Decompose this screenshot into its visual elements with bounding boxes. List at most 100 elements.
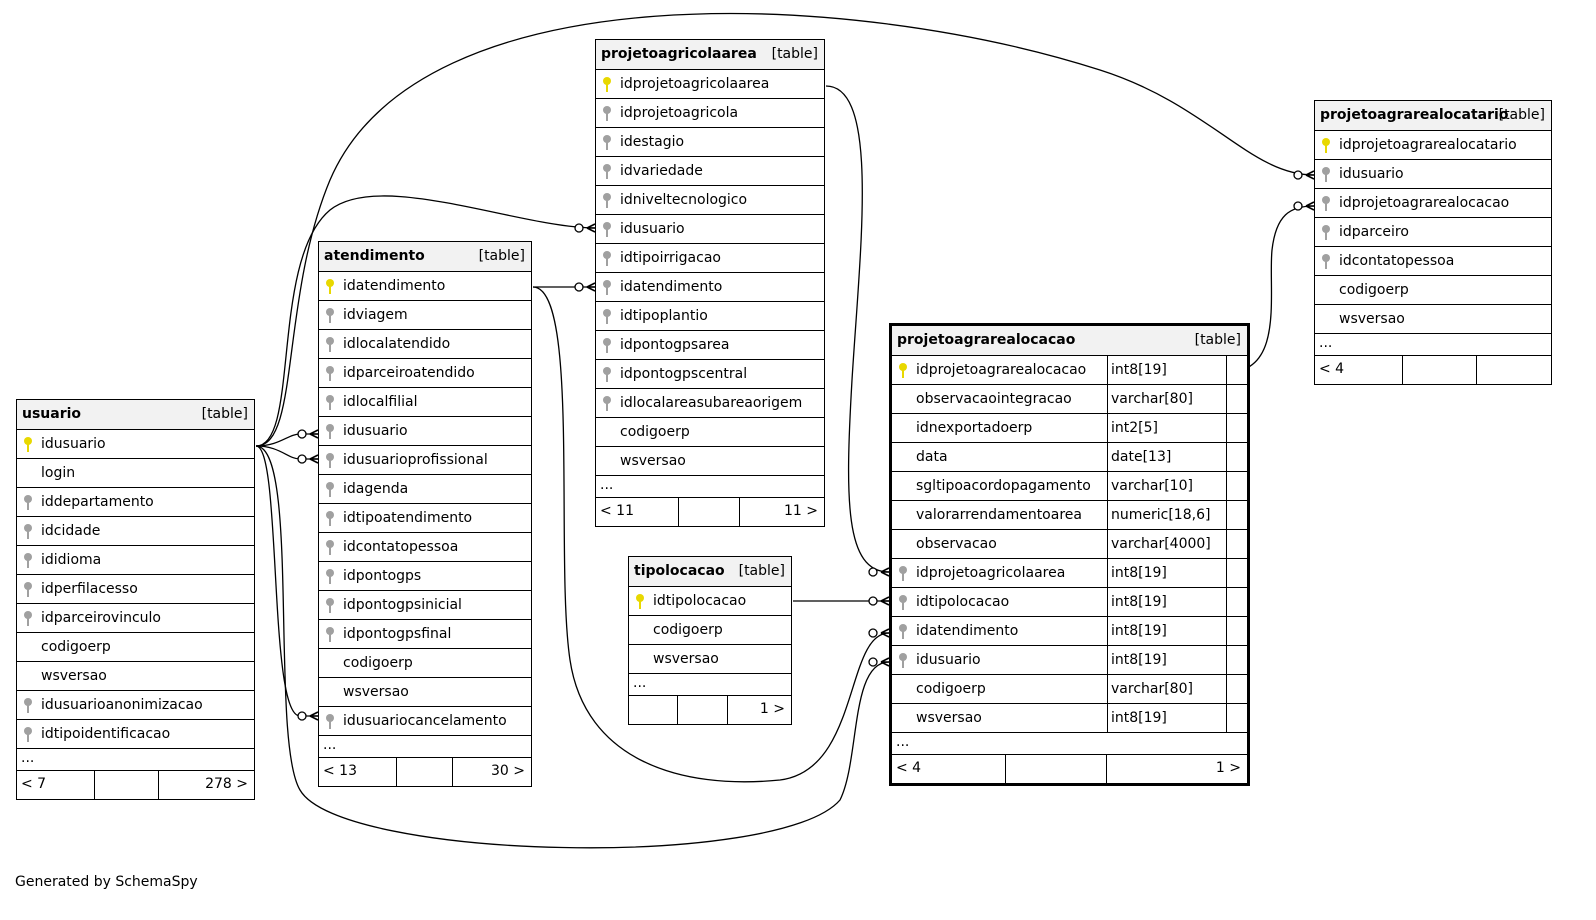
column-row-idcontatopessoa[interactable]: idcontatopessoa [319,533,531,562]
table-header[interactable]: projetoagricolaarea[table] [596,40,824,70]
column-row-idpontogpsinicial[interactable]: idpontogpsinicial [319,591,531,620]
column-row-idniveltecnologico[interactable]: idniveltecnologico [596,186,824,215]
table-name[interactable]: usuario [22,406,82,422]
more-columns-ellipsis: ... [892,733,1247,755]
foreign-key-icon [603,251,611,266]
column-row-ididioma[interactable]: ididioma [17,546,254,575]
column-row-idprojetoagricolaarea[interactable]: idprojetoagricolaarea [596,70,824,99]
link-usuario-projetoagrarealocacao [255,445,890,849]
column-name: idprojetoagricolaarea [620,76,770,92]
column-row-idprojetoagrarealocatario[interactable]: idprojetoagrarealocatario [1315,131,1551,160]
foreign-key-icon [24,553,32,568]
table-name[interactable]: projetoagrarealocatario [1320,107,1509,123]
column-row-idtipolocacao[interactable]: idtipolocacao [629,587,791,616]
table-header[interactable]: usuario[table] [17,400,254,430]
column-row-idparceiro[interactable]: idparceiro [1315,218,1551,247]
column-name: idperfilacesso [41,581,138,597]
many-end-marker [297,711,319,721]
column-row-idlocalatendido[interactable]: idlocalatendido [319,330,531,359]
table-projetoagrarealocatario[interactable]: projetoagrarealocatario[table]idprojetoa… [1314,100,1552,385]
column-row-idpontogpsarea[interactable]: idpontogpsarea [596,331,824,360]
column-row-iddepartamento[interactable]: iddepartamento [17,488,254,517]
table-header[interactable]: projetoagrarealocatario[table] [1315,101,1551,131]
table-name[interactable]: projetoagricolaarea [601,46,757,62]
column-row-idprojetoagricola[interactable]: idprojetoagricola [596,99,824,128]
parents-count: < 11 [600,503,634,519]
column-row-idusuarioprofissional[interactable]: idusuarioprofissional [319,446,531,475]
column-row-idatendimento[interactable]: idatendimento [319,272,531,301]
table-header[interactable]: tipolocacao[table] [629,557,791,587]
column-row-wsversao[interactable]: wsversao [596,447,824,476]
column-row-idparceirovinculo[interactable]: idparceirovinculo [17,604,254,633]
table-projetoagricolaarea[interactable]: projetoagricolaarea[table] idprojetoagric… [595,39,825,527]
column-row-idtipoidentificacao[interactable]: idtipoidentificacao [17,720,254,749]
table-name[interactable]: atendimento [324,248,425,264]
column-row-idtipoatendimento[interactable]: idtipoatendimento [319,504,531,533]
column-row-idparceiroatendido[interactable]: idparceiroatendido [319,359,531,388]
column-row-idcontatopessoa[interactable]: idcontatopessoa [1315,247,1551,276]
column-name: idtipolocacao [916,594,1010,610]
foreign-key-icon [326,714,334,729]
column-row-idusuario[interactable]: idusuario [17,430,254,459]
column-row-idusuarioanonimizacao[interactable]: idusuarioanonimizacao [17,691,254,720]
table-name[interactable]: projetoagrarealocacao [897,332,1076,348]
table-header[interactable]: projetoagrarealocacao[table] [892,326,1247,356]
column-row-wsversao[interactable]: wsversao [17,662,254,691]
column-row-idvariedade[interactable]: idvariedade [596,157,824,186]
column-row-idatendimento[interactable]: idatendimento [596,273,824,302]
column-row-idagenda[interactable]: idagenda [319,475,531,504]
column-row-idpontogps[interactable]: idpontogps [319,562,531,591]
column-row-idlocalfilial[interactable]: idlocalfilial [319,388,531,417]
column-row-codigoerp[interactable]: codigoerp [596,418,824,447]
column-row-idusuariocancelamento[interactable]: idusuariocancelamento [319,707,531,736]
table-header[interactable]: atendimento[table] [319,242,531,272]
column-row-idusuario[interactable]: idusuario [319,417,531,446]
column-row-idestagio[interactable]: idestagio [596,128,824,157]
table-projetoagrarealocacao[interactable]: projetoagrarealocacao[table]idprojetoagr… [889,323,1250,786]
column-row-idviagem[interactable]: idviagem [319,301,531,330]
column-row-codigoerp[interactable]: codigoerp [17,633,254,662]
column-row-login[interactable]: login [17,459,254,488]
column-row-idtipoirrigacao[interactable]: idtipoirrigacao [596,244,824,273]
column-name: wsversao [41,668,107,684]
column-row-idperfilacesso[interactable]: idperfilacesso [17,575,254,604]
column-row-codigoerp[interactable]: codigoerp [629,616,791,645]
column-name: idusuarioanonimizacao [41,697,203,713]
link-usuario-projetoagricolaarea [255,195,596,447]
column-row-idcidade[interactable]: idcidade [17,517,254,546]
column-name: idcontatopessoa [343,539,459,555]
column-row-idtipoplantio[interactable]: idtipoplantio [596,302,824,331]
column-row-idlocalareasubareaorigem[interactable]: idlocalareasubareaorigem [596,389,824,418]
column-row-idpontogpsfinal[interactable]: idpontogpsfinal [319,620,531,649]
column-row-idpontogpscentral[interactable]: idpontogpscentral [596,360,824,389]
column-row-wsversao[interactable]: wsversao [319,678,531,707]
foreign-key-icon [603,338,611,353]
column-row-wsversao[interactable]: wsversao [1315,305,1551,334]
foreign-key-icon [24,727,32,742]
column-name: codigoerp [620,424,690,440]
column-row-wsversao[interactable]: wsversao [629,645,791,674]
column-row-codigoerp[interactable]: codigoerp [1315,276,1551,305]
column-row-idusuario[interactable]: idusuario [1315,160,1551,189]
column-row-idprojetoagrarealocacao[interactable]: idprojetoagrarealocacao [1315,189,1551,218]
column-row-codigoerp[interactable]: codigoerp [319,649,531,678]
column-row-idusuario[interactable]: idusuario [596,215,824,244]
table-name[interactable]: tipolocacao [634,563,725,579]
column-name: idusuarioprofissional [343,452,488,468]
